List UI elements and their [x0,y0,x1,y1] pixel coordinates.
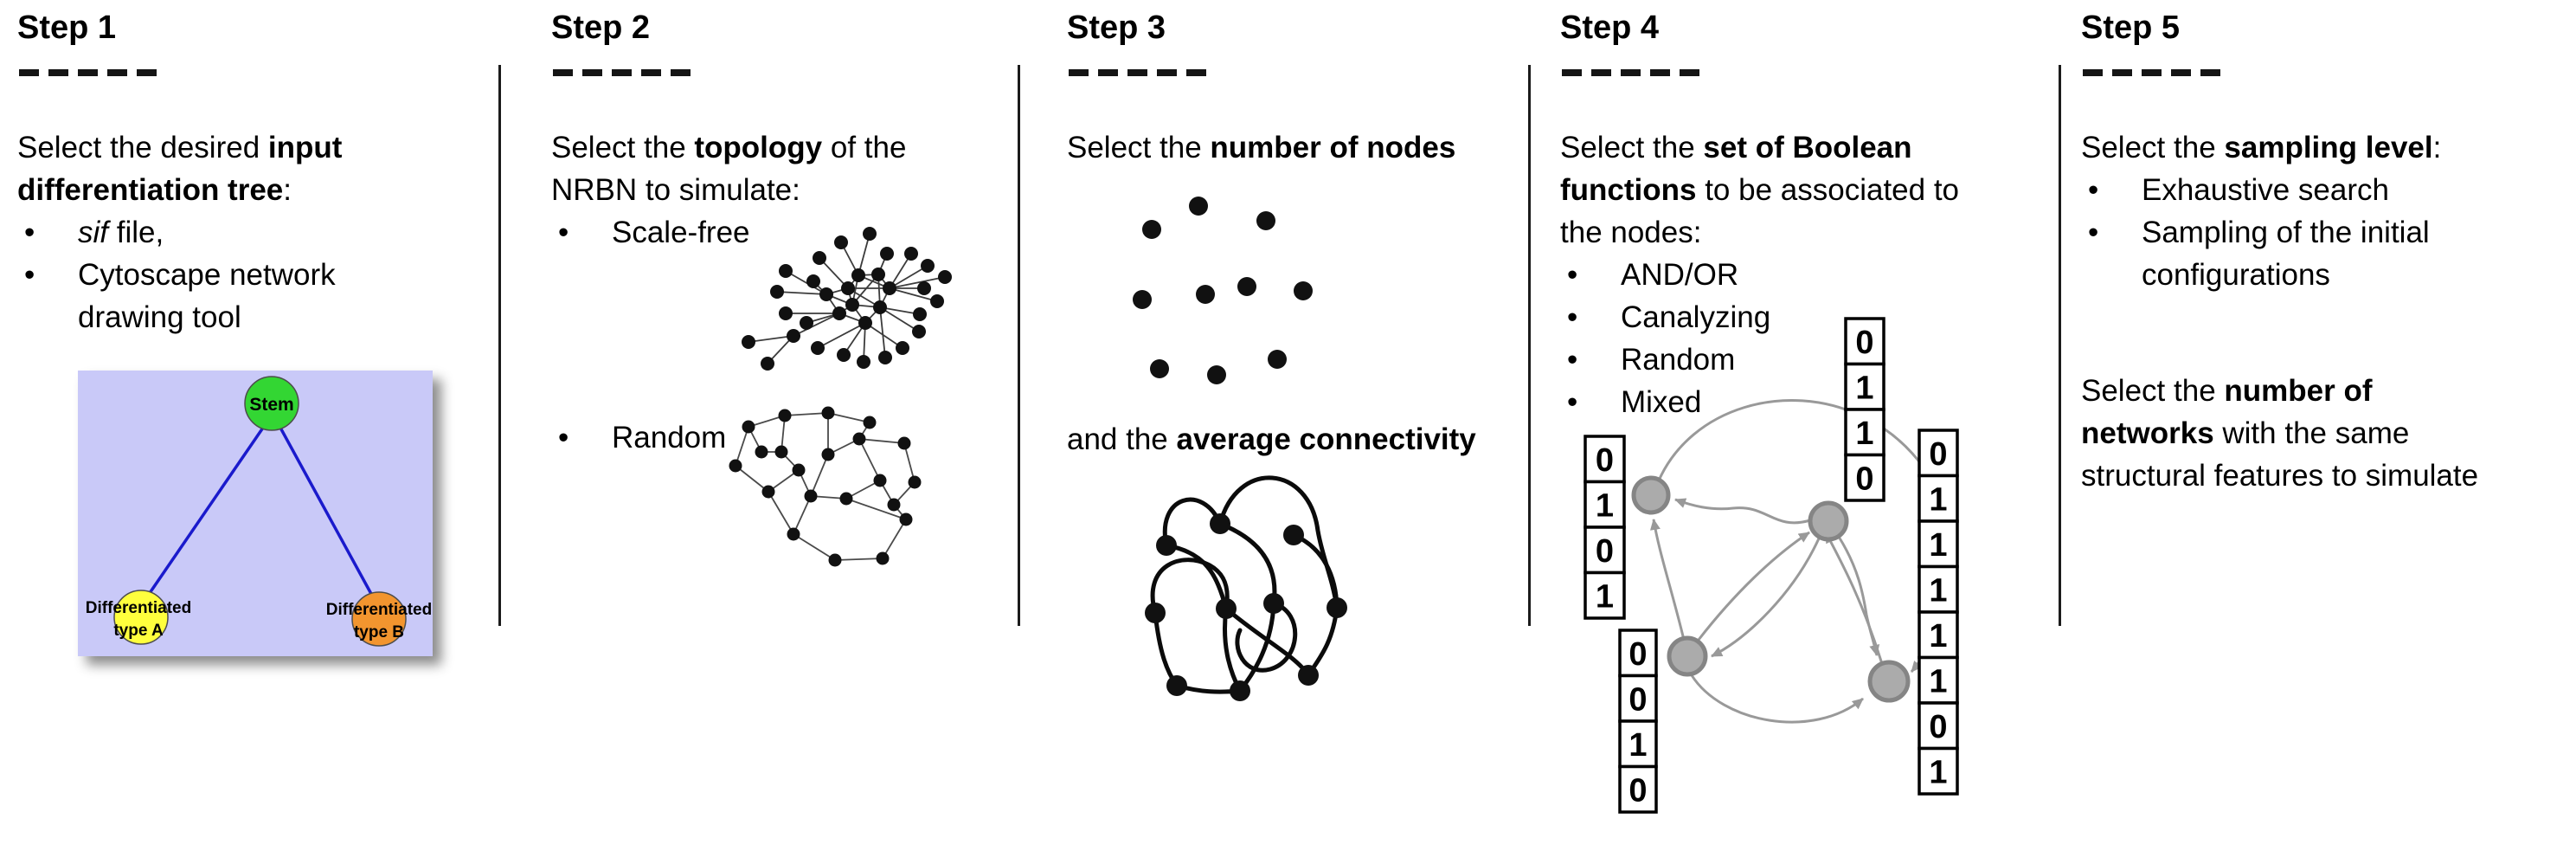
step-5-title: Step 5 [2081,10,2181,46]
type-b-label-line2: type B [354,623,404,641]
type-a-node [113,590,169,645]
nodes-dots-illustration [1133,197,1313,384]
gene-node-a [1631,475,1671,515]
table-cell: 0 [1596,533,1614,570]
list-item: AND/OR [1567,254,1770,296]
table-cell: 1 [1929,618,1947,654]
truth-table-right: 0 1 1 1 1 1 0 1 [1918,429,1959,796]
table-cell: 0 [1929,436,1947,473]
step-2-title: Step 2 [551,10,651,46]
list-item: Random [558,416,726,459]
table-cell: 0 [1855,461,1873,498]
truth-table-top: 0 1 1 0 [1844,317,1885,502]
stem-node [244,376,299,431]
step-3-intro: Select the number of nodes [1067,131,1456,164]
table-cell: 1 [1855,371,1873,407]
type-a-label-line1: Differentiated [86,599,191,617]
step-5-dashed-rule [2083,69,2220,76]
boolean-functions-diagram: 0 1 1 0 0 1 0 1 0 0 1 0 0 1 1 [1584,317,1959,814]
connectivity-network-illustration [1145,475,1347,701]
scale-free-nodes [742,227,952,371]
table-cell: 0 [1855,325,1873,361]
table-cell: 0 [1628,636,1647,673]
table-cell: 1 [1596,579,1614,616]
column-divider-3 [1528,65,1531,626]
step-4-dashed-rule [1562,69,1699,76]
step-4-bullets: AND/OR Canalyzing Random Mixed [1567,254,1770,423]
network-nodes [1631,475,1911,703]
table-cell: 1 [1929,482,1947,519]
bullet-icon [2088,169,2142,211]
bullet-icon [1567,254,1621,296]
type-b-label-line1: Differentiated [326,601,432,619]
scale-free-network-illustration [742,227,952,371]
truth-table-bottom-left: 0 0 1 0 [1618,629,1658,814]
table-cell: 1 [1855,416,1873,452]
step-1-title: Step 1 [17,10,117,46]
list-item: sif file, [24,211,336,254]
list-item: Scale-free [558,211,750,254]
list-item: Canalyzing [1567,296,1770,338]
random-network-illustration [729,406,922,567]
table-cell: 1 [1929,664,1947,700]
stem-label: Stem [249,395,293,415]
list-item: Exhaustive search [2088,169,2430,211]
gene-node-c [1667,635,1708,677]
bullet-icon [24,254,78,338]
type-b-node [351,591,407,647]
differentiation-tree-illustration: Stem Differentiated type A Differentiate… [78,371,433,656]
connectivity-curves [1150,475,1339,694]
tree-edge-left [148,427,265,594]
gene-node-b [1808,500,1849,542]
truth-table-left: 0 1 0 1 [1584,435,1626,620]
gene-node-d [1867,660,1911,703]
table-cell: 1 [1929,573,1947,609]
bullet-icon [2088,211,2142,296]
step-5-intro: Select the sampling level: [2081,131,2442,164]
table-cell: 1 [1929,755,1947,791]
step-1-dashed-rule [19,69,157,76]
step-3-dashed-rule [1069,69,1206,76]
table-cell: 0 [1628,773,1647,809]
column-divider-1 [498,65,501,626]
random-edges [735,412,915,561]
bullet-icon [558,416,612,459]
table-cell: 1 [1596,488,1614,525]
table-cell: 1 [1929,527,1947,564]
type-a-label-line2: type A [113,622,164,640]
table-cell: 0 [1596,442,1614,479]
step-2-bullet-random: Random [558,416,726,459]
random-nodes [729,406,922,567]
step-4-title: Step 4 [1560,10,1660,46]
step-3-connectivity-text: and the average connectivity [1067,422,1476,456]
step-5-bullets: Exhaustive search Sampling of the initia… [2088,169,2430,296]
tree-edge-right [279,427,373,595]
table-cell: 1 [1628,727,1647,764]
dots [1133,197,1313,384]
table-cell: 0 [1929,709,1947,745]
connectivity-nodes [1145,513,1347,701]
table-cell: 0 [1628,682,1647,719]
bullet-icon [24,211,78,254]
bullet-icon [558,211,612,254]
column-divider-4 [2059,65,2061,626]
column-divider-2 [1018,65,1020,626]
step-2-bullets: Scale-free [558,211,750,254]
step-3-title: Step 3 [1067,10,1166,46]
list-item: Random [1567,338,1770,381]
step-2-dashed-rule [553,69,691,76]
network-edges [1650,399,1956,724]
list-item: Mixed [1567,381,1770,423]
